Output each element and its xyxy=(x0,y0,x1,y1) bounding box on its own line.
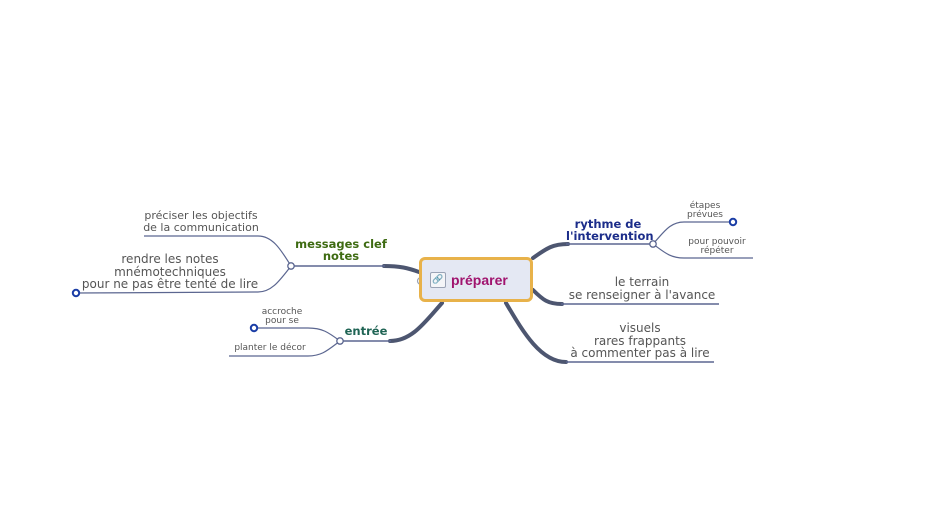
connector-etapes xyxy=(652,221,733,245)
branch-visuels-line1: visuels xyxy=(619,321,661,335)
connector-accroche xyxy=(254,327,341,342)
branch-visuels-line2: rares frappants xyxy=(593,333,687,348)
connector-decor xyxy=(229,340,341,357)
node-notes-line2: mnémotechniques xyxy=(114,264,226,279)
endpoint-accroche[interactable] xyxy=(249,323,259,333)
branch-terrain[interactable]: le terrain se renseigner à l'avance xyxy=(562,276,722,301)
node-objectifs[interactable]: préciser les objectifs de la communicati… xyxy=(140,210,262,233)
trunk-terrain xyxy=(531,288,564,306)
branch-messages-title[interactable]: messages clef notes xyxy=(293,238,389,262)
trunk-visuels xyxy=(504,301,568,364)
node-accroche-line1: accroche xyxy=(261,307,303,317)
node-accroche-line2: pour se xyxy=(265,316,299,327)
node-decor[interactable]: planter le décor xyxy=(234,343,306,353)
trunk-messages xyxy=(382,264,421,274)
branch-terrain-line2: se renseigner à l'avance xyxy=(568,287,716,302)
branch-terrain-line1: le terrain xyxy=(614,275,670,289)
junction-rythme[interactable] xyxy=(649,240,657,248)
branch-rythme-line2: l'intervention xyxy=(566,229,654,244)
node-notes-line3: pour ne pas être tenté de lire xyxy=(81,277,259,292)
connector-objectifs xyxy=(144,235,292,267)
branch-rythme-line1: rythme de xyxy=(574,217,642,231)
branch-messages-line1: messages clef xyxy=(295,237,387,251)
link-icon[interactable]: 🔗 xyxy=(430,271,446,288)
branch-visuels-line3: à commenter pas à lire xyxy=(570,346,710,361)
node-objectifs-line2: de la communication xyxy=(143,220,259,234)
node-etapes-line1: étapes xyxy=(689,201,721,211)
node-notes[interactable]: rendre les notes mnémotechniques pour ne… xyxy=(78,253,262,291)
trunk-entree xyxy=(388,301,444,343)
branch-rythme-title[interactable]: rythme de l'intervention xyxy=(566,217,654,244)
branch-entree-title[interactable]: entrée xyxy=(344,324,388,338)
node-accroche[interactable]: accroche pour se xyxy=(256,307,308,327)
junction-entree[interactable] xyxy=(336,337,344,345)
endpoint-notes[interactable] xyxy=(71,288,81,298)
node-etapes-line2: prévues xyxy=(686,210,723,221)
branch-messages-line2: notes xyxy=(322,249,360,264)
connector-repeter xyxy=(652,243,753,259)
branch-visuels[interactable]: visuels rares frappants à commenter pas … xyxy=(566,322,714,360)
node-objectifs-line1: préciser les objectifs xyxy=(144,209,258,222)
central-title: préparer xyxy=(451,271,508,288)
node-repeter[interactable]: pour pouvoir répéter xyxy=(684,237,750,257)
node-etapes[interactable]: étapes prévues xyxy=(682,201,728,221)
connector-notes xyxy=(75,265,292,294)
central-node[interactable]: 🔗 préparer xyxy=(419,257,533,302)
node-notes-line1: rendre les notes xyxy=(121,252,219,266)
node-repeter-line2: répéter xyxy=(700,246,734,257)
endpoint-etapes[interactable] xyxy=(728,217,738,227)
junction-messages[interactable] xyxy=(287,262,295,270)
trunk-rythme xyxy=(531,242,570,260)
node-repeter-line1: pour pouvoir xyxy=(688,237,746,247)
